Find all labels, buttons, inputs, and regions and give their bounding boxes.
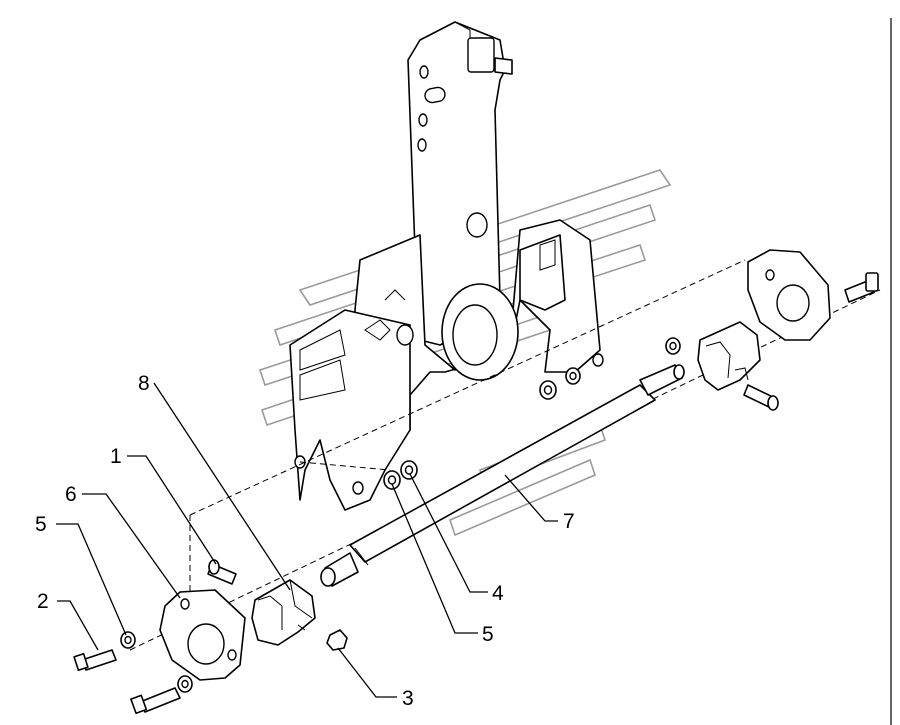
shaft-part-7	[320, 364, 685, 587]
bolt-part-1	[207, 559, 237, 585]
bolt-lower	[130, 687, 181, 715]
callout-7: 7	[563, 510, 575, 533]
callout-2: 2	[37, 590, 49, 613]
callout-4: 4	[492, 582, 504, 605]
bolt-upper-right	[844, 272, 879, 303]
callout-5-left: 5	[35, 513, 47, 536]
flange-part-6	[159, 589, 246, 681]
main-bracket	[289, 21, 604, 511]
callout-3: 3	[402, 687, 414, 710]
flange-right	[747, 249, 831, 341]
callout-8: 8	[138, 372, 150, 395]
clamp-part-8	[251, 579, 316, 646]
clamp-right	[697, 321, 761, 391]
bolt-lower-right	[743, 384, 779, 411]
bolt-part-2	[73, 649, 117, 672]
washers-and-nuts	[120, 337, 681, 693]
callout-6: 6	[65, 483, 77, 506]
leader-lines	[56, 382, 558, 698]
callout-1: 1	[110, 445, 122, 468]
callout-5-right: 5	[482, 623, 494, 646]
callouts: 8 1 6 5 2 3 5 4 7	[35, 372, 575, 710]
